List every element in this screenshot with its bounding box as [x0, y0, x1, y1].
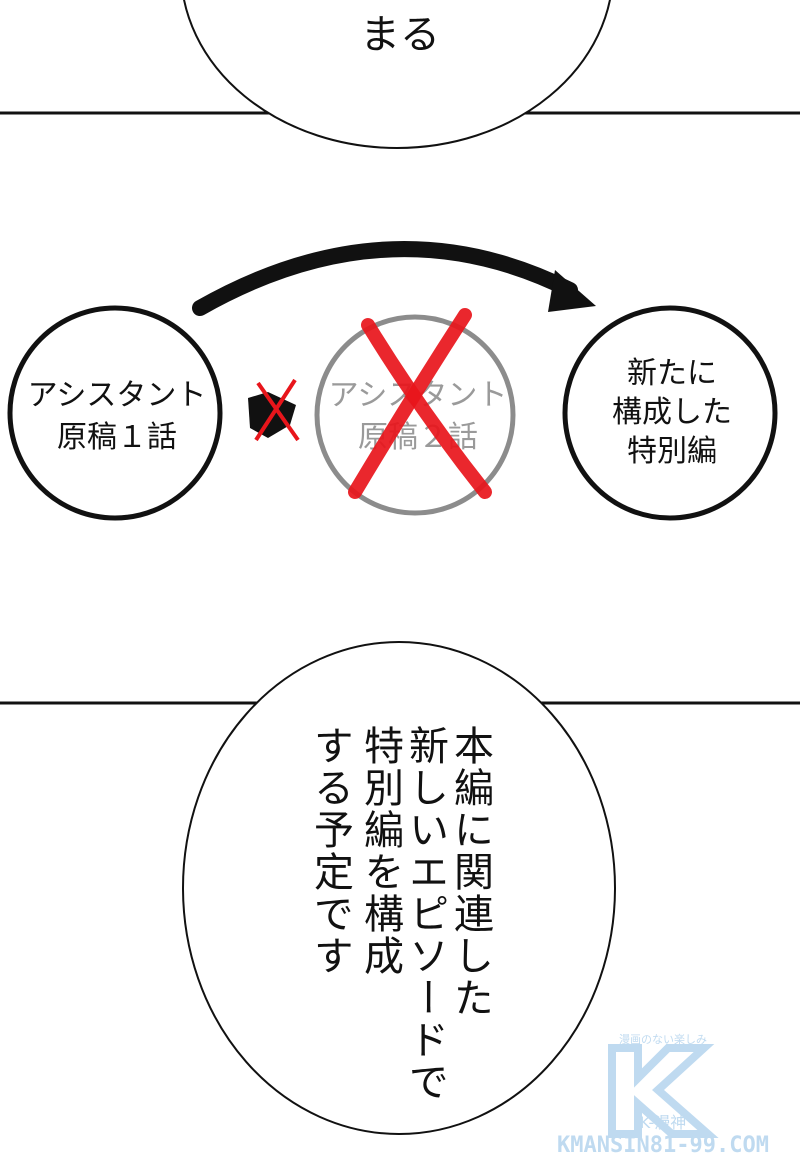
svg-text:KMANSIN81-99.COM: KMANSIN81-99.COM	[557, 1133, 769, 1158]
left-circle	[7, 305, 223, 521]
right-circle-line-1: 新たに	[627, 356, 717, 391]
red-cross-icon	[348, 308, 492, 499]
bottom-text-column-3: 特別編を構成	[357, 725, 403, 977]
top-bubble-text: まる	[360, 12, 440, 58]
bottom-speech-bubble	[182, 641, 616, 1135]
bottom-text-column-2: 新しいエピソードで	[402, 725, 448, 1103]
right-circle	[562, 305, 778, 521]
crossed-small-arrow-icon	[248, 378, 300, 442]
svg-text:漫画のない楽しみ: 漫画のない楽しみ	[619, 1032, 707, 1046]
top-speech-bubble	[183, 0, 611, 149]
arrow-curve	[192, 241, 578, 316]
bottom-text-column-4: する予定です	[307, 725, 353, 977]
left-circle-line-2: 原稿１話	[57, 420, 177, 455]
arrow-head-icon	[548, 270, 596, 312]
right-circle-line-2: 構成した	[612, 395, 732, 430]
bottom-text-column-1: 本編に関連した	[447, 725, 493, 1019]
watermark-logo: 漫画のない楽しみ K-漫神 KMANSIN81-99.COM	[557, 1032, 769, 1158]
svg-text:K-漫神: K-漫神	[640, 1113, 687, 1132]
right-circle-line-3: 特別編	[627, 434, 717, 469]
left-circle-line-1: アシスタント	[28, 378, 207, 413]
